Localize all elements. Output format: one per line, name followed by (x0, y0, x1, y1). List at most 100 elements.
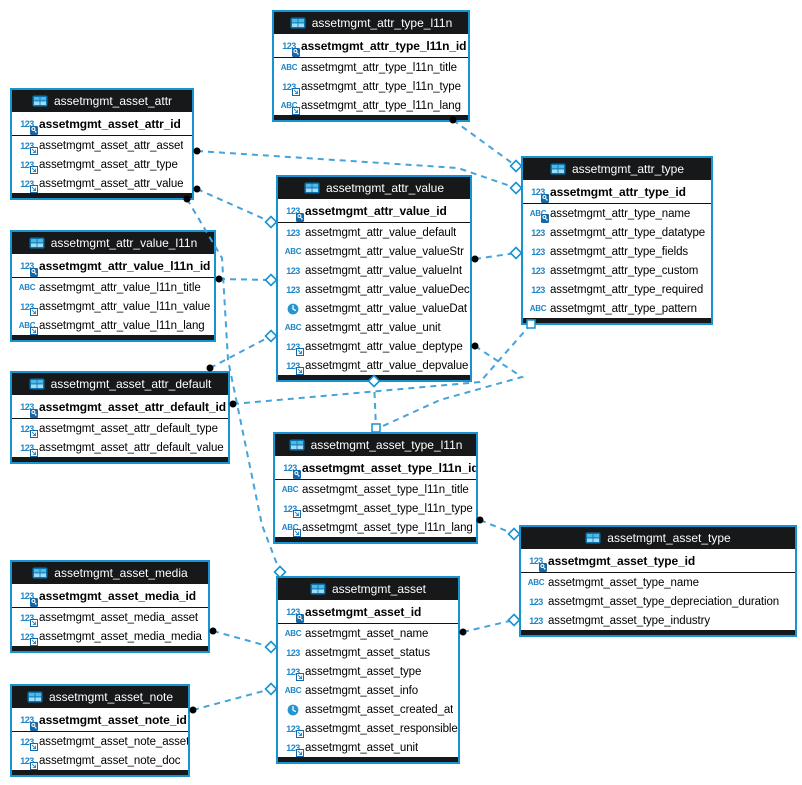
table-title: assetmgmt_asset_media (54, 566, 188, 580)
column-type-icon-wrap: 123 (278, 456, 302, 479)
table-header[interactable]: assetmgmt_asset_type_l11n (275, 434, 476, 456)
column-type-icon-wrap: 123 (526, 242, 550, 261)
column-row[interactable]: assetmgmt_attr_value_valueDat (278, 299, 470, 318)
column-name: assetmgmt_asset_attr_default_id (39, 399, 226, 414)
string-type-icon: ABC (280, 101, 298, 110)
table-title: assetmgmt_asset_attr_default (50, 377, 212, 391)
table-header[interactable]: assetmgmt_asset_type (521, 527, 795, 549)
table-header[interactable]: assetmgmt_attr_value_l11n (12, 232, 214, 254)
table-header[interactable]: assetmgmt_asset_attr (12, 90, 192, 112)
column-type-icon-wrap: ABC (281, 681, 305, 700)
column-type-icon-wrap: 123 (526, 280, 550, 299)
table-header[interactable]: assetmgmt_attr_value (278, 177, 470, 199)
column-name: assetmgmt_asset_note_asset (39, 735, 188, 748)
column-type-icon-wrap: 123 (15, 136, 39, 155)
column-name: assetmgmt_asset_info (305, 684, 419, 697)
foreign-key-icon (30, 185, 38, 193)
table-title: assetmgmt_asset_note (48, 690, 174, 704)
column-name: assetmgmt_asset_responsible (305, 722, 458, 735)
column-name: assetmgmt_attr_value_default (305, 226, 457, 239)
foreign-key-icon (292, 107, 300, 115)
column-name: assetmgmt_asset_unit (305, 741, 419, 754)
asset-media-to-asset-relation-line (212, 630, 272, 648)
attr-value-to-attr-type-relation-line (474, 252, 517, 260)
column-type-icon-wrap: 123 (281, 600, 305, 623)
table-header[interactable]: assetmgmt_asset_attr_default (12, 373, 228, 395)
primary-key-icon (30, 722, 38, 731)
table-header[interactable]: assetmgmt_asset (278, 578, 458, 600)
string-type-icon: ABC (529, 304, 547, 313)
table-header[interactable]: assetmgmt_asset_note (12, 686, 188, 708)
relation-diamond-endpoint (509, 181, 523, 195)
table-header[interactable]: assetmgmt_asset_media (12, 562, 208, 584)
string-type-icon: ABC (284, 323, 302, 332)
table-header[interactable]: assetmgmt_attr_type (523, 158, 711, 180)
relation-dot-endpoint (189, 706, 197, 714)
column-row[interactable]: assetmgmt_asset_created_at (278, 700, 458, 719)
table-header[interactable]: assetmgmt_attr_type_l11n (274, 12, 468, 34)
